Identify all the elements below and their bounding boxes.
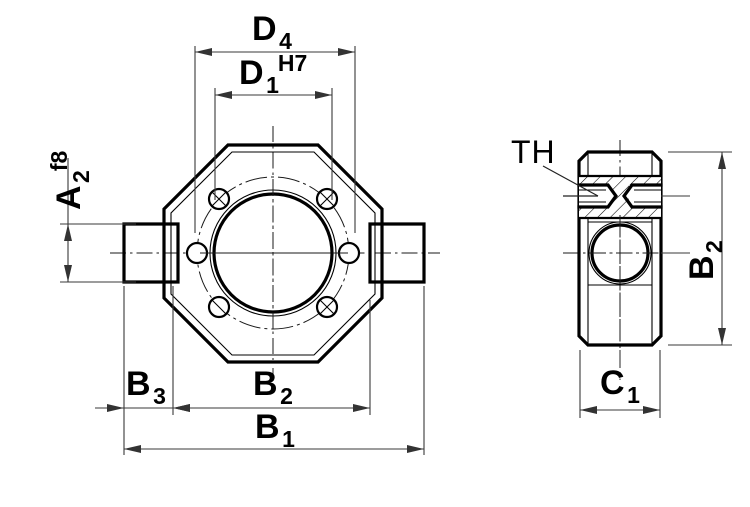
octagon-body-inner-offset [170,151,376,356]
octagon-body-outer [162,143,384,364]
dimension-label-d1-sup: H7 [277,50,308,76]
side-view [542,140,680,380]
dimension-label-b2-side-sub: 2 [701,240,727,253]
dimension-label-a2-sup: f8 [46,150,72,172]
dimension-label-b1: B1 [255,408,295,451]
d1-arrow-right [315,91,332,99]
dimension-label-b3: B3 [126,365,166,408]
dimension-label-c1-main: C [600,364,626,402]
d4-arrow-left [195,48,212,56]
dimension-label-b2-side: B2 [683,240,727,280]
dimension-label-a2-sub: 2 [68,170,94,183]
dimension-label-b2-front-sub: 2 [280,383,293,409]
dimension-label-d1-sub: 1 [266,72,279,98]
bolt-hole-bottom-right [315,295,339,319]
b2s-arrow-bottom [718,328,726,345]
side-view-dimensions [579,151,732,418]
bolt-hole-bottom-left [207,295,231,319]
dimension-label-d4-main: D [252,10,278,48]
b2s-arrow-top [718,152,726,169]
bolt-hole-top-left [207,187,231,211]
b1-arrow-right [407,445,424,453]
right-mounting-boss [368,222,426,284]
b2-arrow-right [353,404,370,412]
a2-arrow-top [64,224,72,241]
front-view-dimensions [60,46,425,455]
front-view [110,126,440,364]
d1-arrow-left [215,91,232,99]
b2-arrow-left [173,404,190,412]
bolt-hole-top-right [315,187,339,211]
dimension-label-b2-front: B2 [253,365,293,408]
dimension-label-d4: D4 [252,10,292,53]
dimension-label-a2-main: A [50,184,88,210]
dimension-label-b2-front-main: B [253,365,279,403]
dimension-label-b3-sub: 3 [153,383,166,409]
threaded-hole-right [622,183,663,209]
dimension-label-d1-main: D [239,54,265,92]
dimension-label-b1-sub: 1 [282,426,295,452]
left-mounting-boss [122,222,180,284]
dimension-label-b1-main: B [255,408,281,446]
th-leader-line [542,165,599,197]
b1-arrow-left [124,445,141,453]
dimension-label-c1: C1 [600,364,640,407]
dimension-label-d1: D1H7 [239,52,307,97]
dimension-label-a2: A2f8 [46,151,94,210]
c1-arrow-right [643,406,660,414]
d4-arrow-right [338,48,355,56]
dimension-label-c1-sub: 1 [627,382,640,408]
dimension-label-d4-sub: 4 [279,28,292,54]
dimension-label-th-main: TH [511,134,556,170]
dimension-label-b2-side-main: B [683,254,721,280]
dimension-label-th: TH [511,136,556,168]
c1-arrow-left [580,406,597,414]
a2-arrow-bottom [64,265,72,282]
dimension-label-b3-main: B [126,365,152,403]
b3-arrow-left [107,404,124,412]
